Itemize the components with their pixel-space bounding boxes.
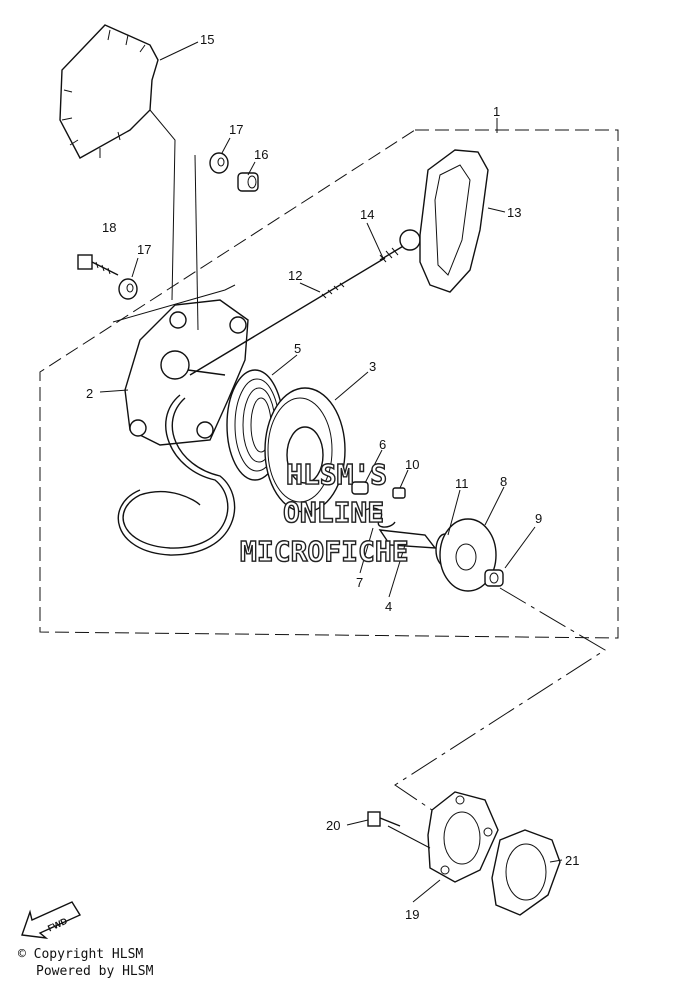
part-3-sheave-drum — [264, 387, 346, 513]
part-20-bolt — [367, 811, 401, 827]
callout-2: 2 — [86, 386, 93, 401]
watermark-line-3: MICROFICHE — [240, 535, 409, 568]
part-15-cover-plate — [59, 24, 159, 159]
callout-10: 10 — [405, 457, 419, 472]
footer-powered-by: Powered by HLSM — [36, 964, 154, 979]
watermark-line-2: ONLINE — [283, 496, 384, 529]
callout-5: 5 — [294, 341, 301, 356]
part-16-bushing — [237, 172, 259, 192]
part-6-pawl — [351, 481, 369, 495]
callout-18: 18 — [102, 220, 116, 235]
callout-12: 12 — [288, 268, 302, 283]
footer-copyright: © Copyright HLSM — [18, 947, 144, 962]
part-10-pin — [392, 487, 406, 499]
callout-17-top: 17 — [229, 122, 243, 137]
part-2-starter-case — [117, 299, 249, 556]
callout-15: 15 — [200, 32, 214, 47]
callout-9: 9 — [535, 511, 542, 526]
callout-11: 11 — [455, 476, 469, 491]
part-19-bracket — [427, 791, 499, 883]
fwd-arrow-icon: FWD — [21, 901, 82, 939]
part-9-nut — [484, 569, 504, 587]
part-17-collar-top — [209, 152, 229, 174]
callout-19: 19 — [405, 907, 419, 922]
callout-6: 6 — [379, 437, 386, 452]
leader-lines — [99, 41, 563, 903]
assembly-boundary — [39, 129, 619, 639]
callout-4: 4 — [385, 599, 392, 614]
callout-13: 13 — [507, 205, 521, 220]
part-21-gasket — [491, 829, 561, 916]
callout-3: 3 — [369, 359, 376, 374]
callout-7: 7 — [356, 575, 363, 590]
part-13-starter-handle — [399, 149, 489, 293]
part-8-friction-plate — [439, 518, 497, 592]
callout-1: 1 — [493, 104, 500, 119]
part-4-guide — [378, 529, 437, 549]
part-12-starter-rope — [189, 257, 386, 376]
callout-17-left: 17 — [137, 242, 151, 257]
watermark-line-1: HLSM'S — [286, 458, 387, 491]
part-7-spring — [364, 507, 396, 528]
callout-8: 8 — [500, 474, 507, 489]
part-17-collar-left — [118, 278, 138, 300]
callout-21: 21 — [565, 853, 579, 868]
watermark: HLSM'S ONLINE MICROFICHE — [239, 457, 409, 568]
part-14-rope-seal — [379, 244, 406, 263]
callout-14: 14 — [360, 207, 374, 222]
part-18-bolt — [77, 254, 119, 276]
callout-20: 20 — [326, 818, 340, 833]
callout-16: 16 — [254, 147, 268, 162]
